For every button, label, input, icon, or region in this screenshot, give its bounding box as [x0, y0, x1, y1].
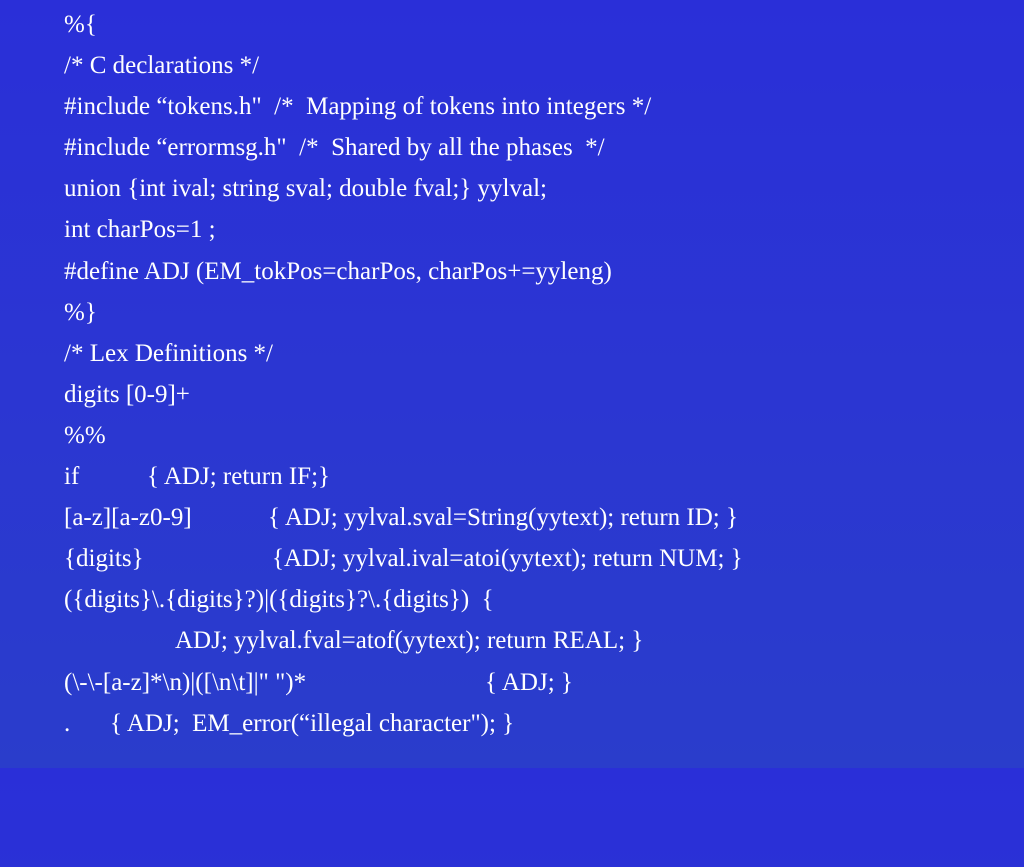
rule-pattern: [a-z][a-z0-9]: [64, 504, 192, 532]
code-line-rule-whitespace: (\-\-[a-z]*\n)|([\n\t]|" ")* { ADJ; }: [64, 662, 1004, 703]
rule-action: { ADJ; EM_error(“illegal character"); }: [110, 709, 515, 737]
code-line-rule-real-action: ADJ; yylval.fval=atof(yytext); return RE…: [175, 627, 644, 655]
code-line-include-tokens: #include “tokens.h" /* Mapping of tokens…: [64, 93, 652, 121]
rule-pattern: .: [64, 709, 71, 737]
lex-code-listing: %{ /* C declarations */ #include “tokens…: [64, 4, 1004, 744]
code-line-rule-if: if { ADJ; return IF;}: [64, 456, 1004, 497]
code-line-union-yylval: union {int ival; string sval; double fva…: [64, 175, 547, 203]
code-line-c-declarations-comment: /* C declarations */: [64, 52, 260, 80]
code-line-charpos: int charPos=1 ;: [64, 216, 216, 244]
code-line-rules-separator: %%: [64, 421, 106, 449]
rule-action: { ADJ; return IF;}: [147, 463, 331, 491]
code-line-digits-definition: digits [0-9]+: [64, 380, 190, 408]
rule-action: {ADJ; yylval.ival=atoi(yytext); return N…: [272, 545, 743, 573]
rule-pattern: {digits}: [64, 545, 144, 573]
rule-pattern: (\-\-[a-z]*\n)|([\n\t]|" ")*: [64, 668, 307, 696]
code-line-rule-real-pattern: ({digits}\.{digits}?)|({digits}?\.{digit…: [64, 586, 494, 614]
slide: %{ /* C declarations */ #include “tokens…: [0, 0, 1024, 768]
code-line-include-errormsg: #include “errormsg.h" /* Shared by all t…: [64, 134, 605, 162]
code-line-rule-illegal: . { ADJ; EM_error(“illegal character"); …: [64, 703, 1004, 744]
code-line-rule-num: {digits} {ADJ; yylval.ival=atoi(yytext);…: [64, 538, 1004, 579]
code-line-define-adj: #define ADJ (EM_tokPos=charPos, charPos+…: [64, 257, 612, 285]
code-line-percent-close: %}: [64, 298, 97, 326]
code-line-rule-id: [a-z][a-z0-9] { ADJ; yylval.sval=String(…: [64, 497, 1004, 538]
rule-pattern: if: [64, 463, 80, 491]
rule-action: { ADJ; }: [485, 668, 573, 696]
code-line-percent-open: %{: [64, 11, 97, 38]
rule-action: { ADJ; yylval.sval=String(yytext); retur…: [268, 504, 738, 532]
code-line-lex-definitions-comment: /* Lex Definitions */: [64, 339, 273, 367]
